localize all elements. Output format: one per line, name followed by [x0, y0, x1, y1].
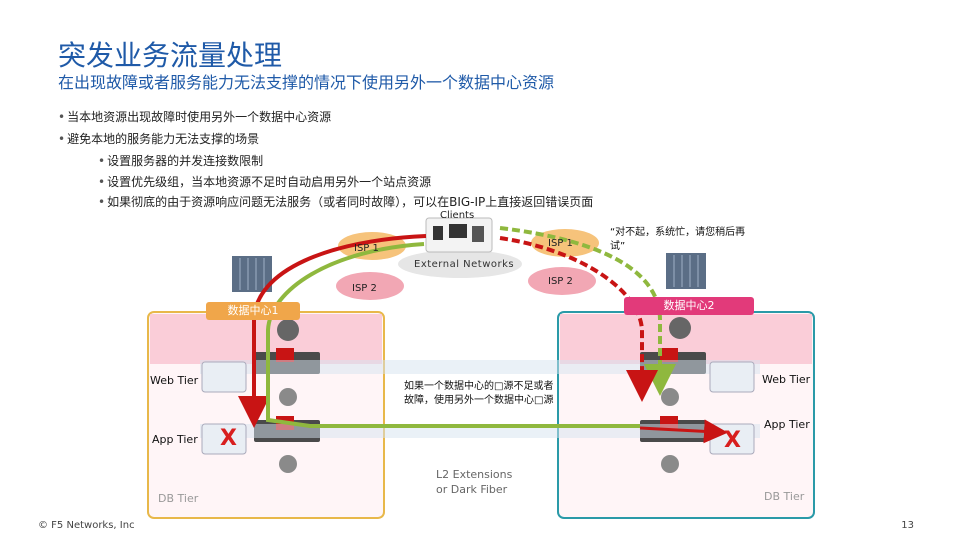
external-networks-cloud	[398, 250, 522, 278]
web-tier-left-label: Web Tier	[150, 374, 199, 387]
db-tier-right-label: DB Tier	[764, 490, 805, 503]
l2-extensions-label: L2 Extensions	[436, 468, 513, 481]
dc2-sync-icon-1	[661, 388, 679, 406]
dc2-router-icon	[669, 317, 691, 339]
red-arrow-app-right	[639, 419, 728, 444]
dc2-sync-icon-2	[661, 455, 679, 473]
middle-note: 如果一个数据中心的□源不足或者故障，使用另外一个数据中心□源	[404, 381, 554, 406]
isp-right-2-label: ISP 2	[548, 276, 573, 287]
bullet-1: •当本地资源出现故障时使用另外一个数据中心资源	[58, 110, 332, 124]
dc1-app-server-icon	[201, 423, 247, 455]
dc2-web-server-icon	[709, 361, 755, 393]
external-networks-label: External Networks	[414, 259, 515, 270]
bullet-2: •避免本地的服务能力无法支撑的场景	[58, 132, 260, 146]
green-arrow-left	[266, 242, 640, 428]
slide-title: 突发业务流量处理	[58, 39, 283, 72]
error-message: “对不起，系统忙，请您稍后再试”	[610, 227, 746, 252]
page-number: 13	[901, 520, 914, 531]
dc1-sync-icon-1	[279, 388, 297, 406]
app-tier-right-label: App Tier	[764, 418, 810, 431]
isp-right-1-label: ISP 1	[548, 238, 573, 249]
sub-bullet-2: •设置优先级组，当本地资源不足时自动启用另外一个站点资源	[98, 175, 432, 189]
dark-fiber-label: or Dark Fiber	[436, 483, 508, 496]
dc1-router-icon	[277, 319, 299, 341]
slide-subtitle: 在出现故障或者服务能力无法支撑的情况下使用另外一个数据中心资源	[58, 73, 555, 92]
db-tier-left-label: DB Tier	[158, 492, 199, 505]
dc2-label: 数据中心2	[624, 297, 754, 315]
footer-copyright: © F5 Networks, Inc	[38, 520, 135, 531]
green-arrow-right	[499, 226, 676, 396]
dc1-label: 数据中心1	[206, 302, 300, 320]
dc1-web-server-icon	[201, 361, 247, 393]
clients-label: Clients	[440, 210, 475, 221]
red-arrow-right	[499, 236, 658, 402]
app-tier-left-label: App Tier	[152, 433, 198, 446]
isp-left-2-label: ISP 2	[352, 283, 377, 294]
fail-mark-right: X	[724, 428, 741, 453]
dc1-sync-icon-2	[279, 455, 297, 473]
isp-right-2-cloud	[528, 267, 596, 295]
web-tier-right-label: Web Tier	[762, 373, 811, 386]
sub-bullet-1: •设置服务器的并发连接数限制	[98, 154, 264, 168]
fail-mark-left: X	[220, 426, 237, 451]
isp-left-1-label: ISP 1	[354, 243, 379, 254]
isp-left-2-cloud	[336, 272, 404, 300]
dc2-building-icon	[666, 253, 706, 289]
sub-bullet-3: •如果彻底的由于资源响应问题无法服务（或者同时故障），可以在BIG-IP上直接返…	[98, 195, 594, 209]
